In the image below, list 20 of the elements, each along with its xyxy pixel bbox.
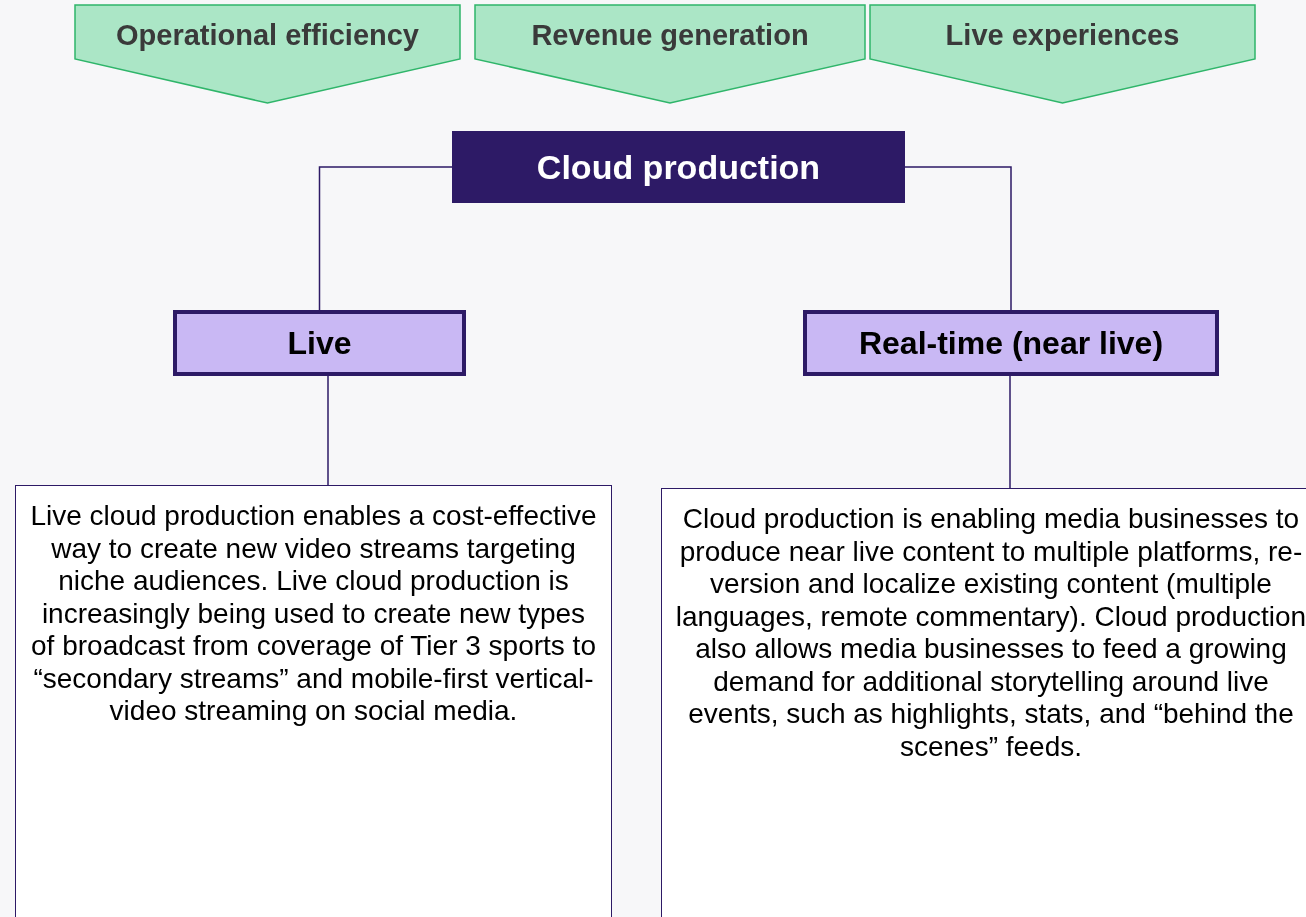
title-box xyxy=(452,131,905,203)
category-box xyxy=(173,310,466,376)
description-box xyxy=(661,488,1306,917)
chevron-banner xyxy=(475,5,865,103)
node-label: Live experiences xyxy=(945,19,1180,52)
category-box xyxy=(803,310,1219,376)
connector-line xyxy=(904,166,1012,311)
node-label: Cloud production xyxy=(536,147,821,187)
description-box xyxy=(15,485,612,917)
connector-line xyxy=(318,166,453,311)
connector-line xyxy=(327,375,329,486)
connector-line xyxy=(1009,375,1011,489)
description-text: Cloud production is enabling media businesses to produce near live content to multiple platforms, re-version and localize existing content (multiple languages, remote commentary). Cloud production also allows media businesses to feed a growing demand for additional storytelling around live events, such as highlights, stats, and “behind the scenes” feeds. xyxy=(674,503,1306,763)
node-label: Operational efficiency xyxy=(116,19,419,52)
description-text: Live cloud production enables a cost-effective way to create new video streams targeting niche audiences. Live cloud production is increasingly being used to create new types of broadcast from coverage of Tier 3 sports to “secondary streams” and mobile-first vertical-video streaming on social media. xyxy=(29,500,598,728)
node-label: Real-time (near live) xyxy=(858,324,1164,362)
chevron-banner xyxy=(75,5,460,103)
node-label: Revenue generation xyxy=(531,19,809,52)
node-label: Live xyxy=(287,324,352,362)
chevron-banner xyxy=(870,5,1255,103)
